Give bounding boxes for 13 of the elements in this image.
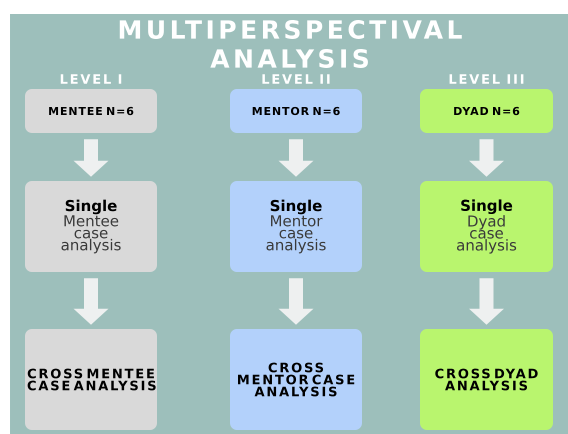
group-box: DYAD N=6 [420,89,553,133]
case-analysis-box: Single Dyad case analysis [420,181,553,272]
cross-analysis-box: CROSS MENTEE CASE ANALYSIS [25,329,157,430]
title: MULTIPERSPECTIVAL ANALYSIS [120,20,462,68]
group-box: MENTEE N=6 [25,89,157,133]
case-analysis-box: Single Mentor case analysis [230,181,362,272]
level-heading: LEVEL I [60,74,122,84]
group-box: MENTOR N=6 [230,89,362,133]
level-heading: LEVEL II [262,74,330,84]
level-heading: LEVEL III [450,74,524,84]
case-analysis-box: Single Mentee case analysis [25,181,157,272]
cross-analysis-box: CROSS DYAD ANALYSIS [420,329,553,430]
cross-analysis-box: CROSS MENTOR CASE ANALYSIS [230,329,362,430]
